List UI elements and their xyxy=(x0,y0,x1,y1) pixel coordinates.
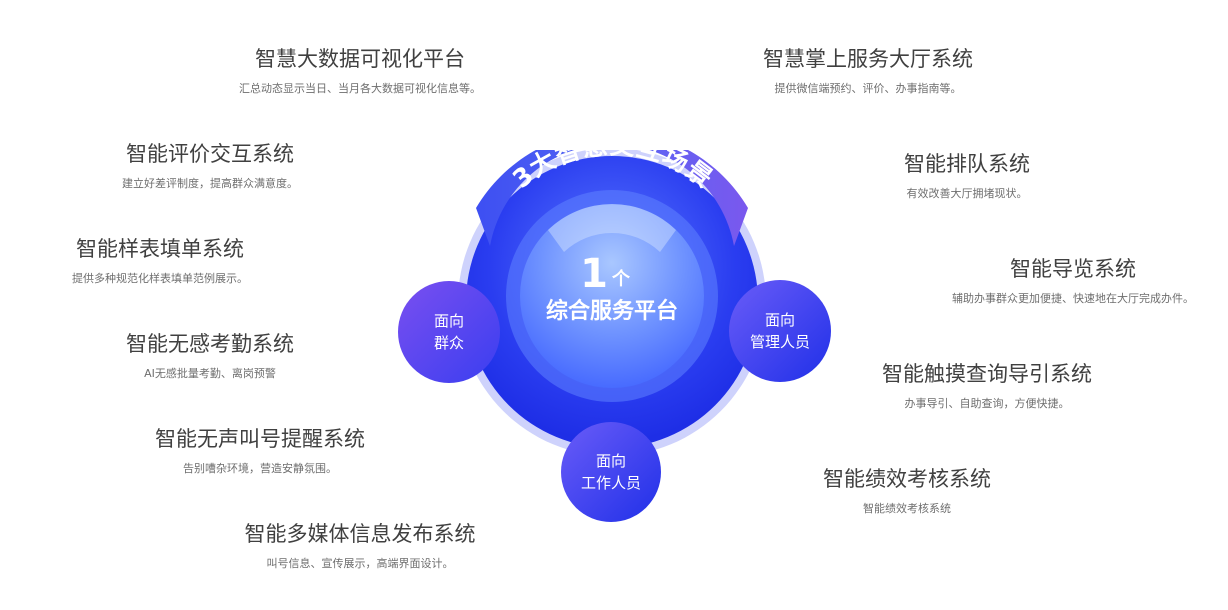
svg-text:工作人员: 工作人员 xyxy=(581,474,641,492)
platform-count: 1 xyxy=(580,251,608,297)
feature-title: 智能绩效考核系统 xyxy=(823,467,991,491)
central-diagram: 3大智慧交互场景 1 个 综合服务平台 面向 群众 面向 管理人员 面向 工作人… xyxy=(398,150,831,522)
svg-text:群众: 群众 xyxy=(434,334,464,352)
feature-title: 智能触摸查询导引系统 xyxy=(882,362,1092,386)
feature-desc: 有效改善大厅拥堵现状。 xyxy=(906,187,1028,200)
feature-desc: 办事导引、自助查询，方便快捷。 xyxy=(904,397,1070,410)
svg-text:面向: 面向 xyxy=(765,311,795,329)
feature-touch-query: 智能触摸查询导引系统 办事导引、自助查询，方便快捷。 xyxy=(857,361,1117,412)
feature-desc: 智能绩效考核系统 xyxy=(863,502,951,515)
audience-bubble-staff: 面向 工作人员 xyxy=(561,422,661,522)
feature-queuing: 智能排队系统 有效改善大厅拥堵现状。 xyxy=(867,151,1067,202)
feature-desc: 汇总动态显示当日、当月各大数据可视化信息等。 xyxy=(239,82,481,95)
svg-text:面向: 面向 xyxy=(434,312,464,330)
feature-title: 智能样表填单系统 xyxy=(76,237,244,261)
feature-form-filling: 智能样表填单系统 提供多种规范化样表填单范例展示。 xyxy=(50,236,270,287)
feature-title: 智慧大数据可视化平台 xyxy=(255,47,465,71)
feature-desc: AI无感批量考勤、离岗预警 xyxy=(144,367,276,380)
feature-title: 智能导览系统 xyxy=(1010,257,1136,281)
feature-desc: 辅助办事群众更加便捷、快速地在大厅完成办件。 xyxy=(952,292,1194,305)
feature-attendance: 智能无感考勤系统 AI无感批量考勤、离岗预警 xyxy=(100,331,320,382)
feature-title: 智能多媒体信息发布系统 xyxy=(244,522,476,546)
feature-big-data-visualization: 智慧大数据可视化平台 汇总动态显示当日、当月各大数据可视化信息等。 xyxy=(220,46,500,97)
feature-desc: 告别嘈杂环境，营造安静氛围。 xyxy=(183,462,337,475)
feature-mobile-service-hall: 智慧掌上服务大厅系统 提供微信端预约、评价、办事指南等。 xyxy=(738,46,998,97)
feature-title: 智慧掌上服务大厅系统 xyxy=(763,47,973,71)
core-highlight xyxy=(548,204,676,252)
feature-title: 智能排队系统 xyxy=(904,152,1030,176)
feature-multimedia-publishing: 智能多媒体信息发布系统 叫号信息、宣传展示，高端界面设计。 xyxy=(220,521,500,572)
feature-title: 智能无感考勤系统 xyxy=(126,332,294,356)
feature-performance-appraisal: 智能绩效考核系统 智能绩效考核系统 xyxy=(807,466,1007,517)
svg-text:管理人员: 管理人员 xyxy=(750,333,810,351)
audience-bubble-public: 面向 群众 xyxy=(398,281,500,383)
feature-desc: 叫号信息、宣传展示，高端界面设计。 xyxy=(266,557,454,570)
inner-core xyxy=(520,204,704,388)
feature-title: 智能无声叫号提醒系统 xyxy=(155,427,365,451)
feature-silent-calling: 智能无声叫号提醒系统 告别嘈杂环境，营造安静氛围。 xyxy=(130,426,390,477)
feature-title: 智能评价交互系统 xyxy=(126,142,294,166)
feature-desc: 建立好差评制度，提高群众满意度。 xyxy=(122,177,298,190)
platform-name: 综合服务平台 xyxy=(546,298,678,324)
platform-count-unit: 个 xyxy=(611,268,631,290)
feature-evaluation: 智能评价交互系统 建立好差评制度，提高群众满意度。 xyxy=(100,141,320,192)
svg-text:面向: 面向 xyxy=(596,452,626,470)
feature-desc: 提供微信端预约、评价、办事指南等。 xyxy=(774,82,962,95)
audience-bubble-managers: 面向 管理人员 xyxy=(729,280,831,382)
feature-guided-tour: 智能导览系统 辅助办事群众更加便捷、快速地在大厅完成办件。 xyxy=(928,256,1218,307)
feature-desc: 提供多种规范化样表填单范例展示。 xyxy=(72,272,248,285)
